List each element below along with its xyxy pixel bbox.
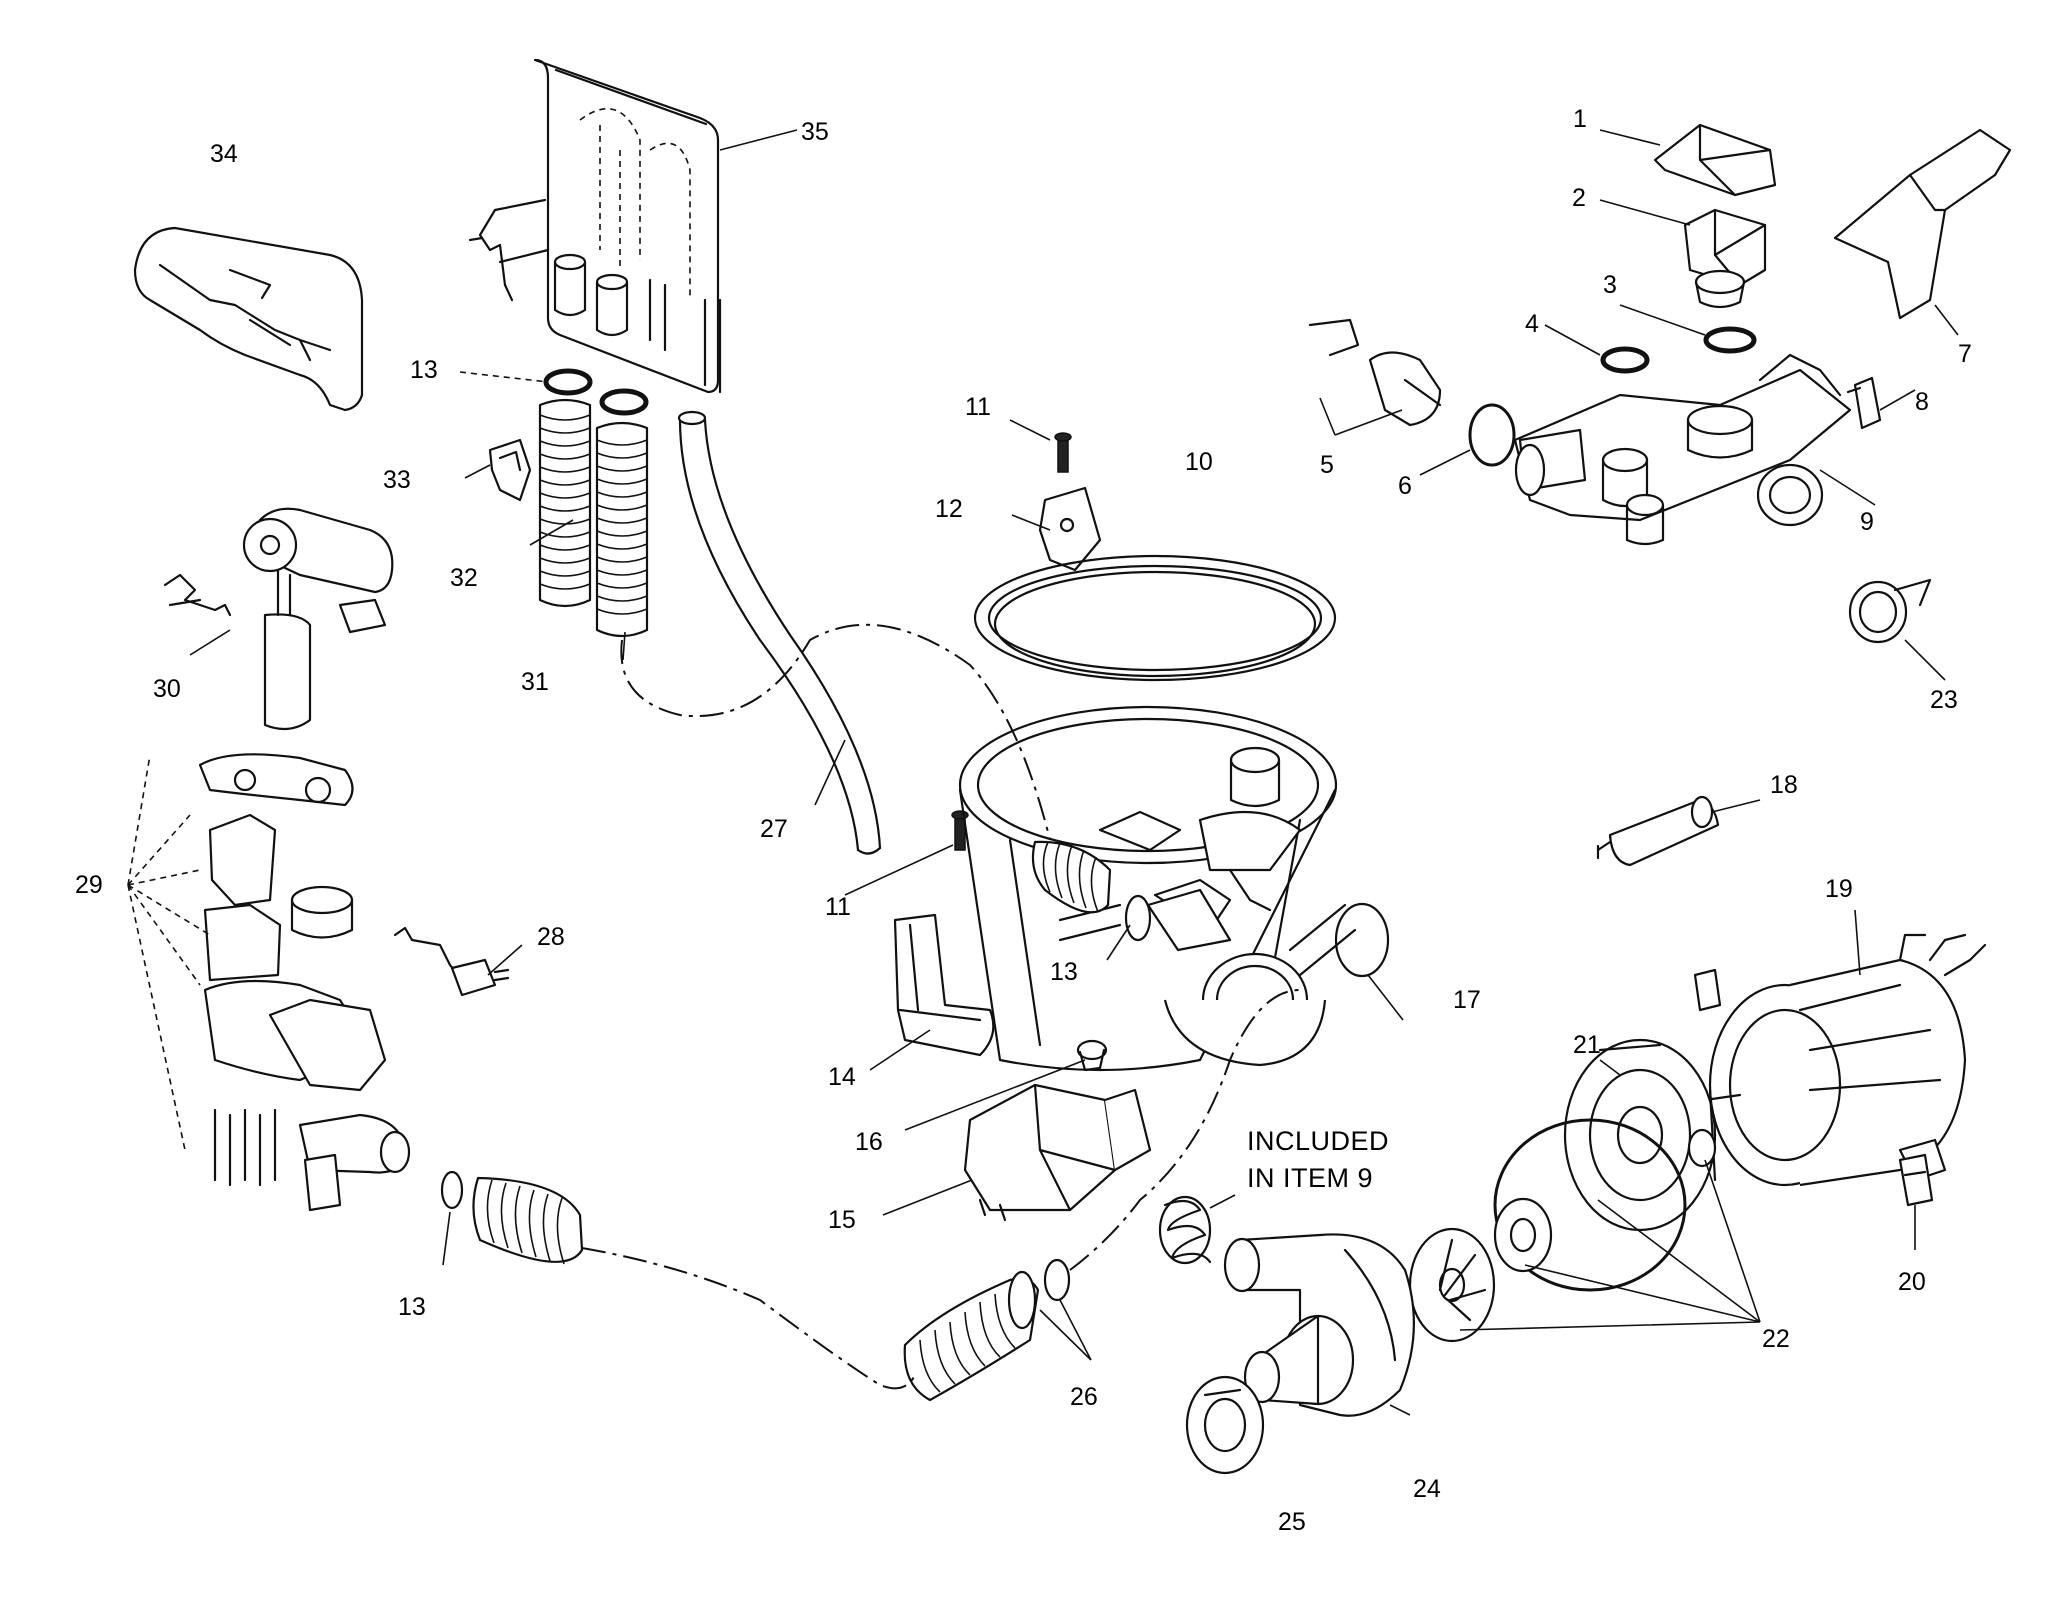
part-29-valve-stack [198, 753, 411, 1212]
callout-20: 20 [1898, 1268, 1926, 1296]
part-6-gasket [1468, 403, 1516, 467]
callout-34: 34 [210, 140, 238, 168]
part-12-bracket [1038, 486, 1102, 572]
callout-1: 1 [1573, 105, 1587, 133]
part-1-cap [1653, 123, 1777, 197]
callout-26: 26 [1070, 1383, 1098, 1411]
callout-12: 12 [935, 495, 963, 523]
leader-lines [127, 129, 1959, 1416]
included-note-line2: IN ITEM 9 [1247, 1163, 1373, 1193]
part-13-bellows-sump [1031, 840, 1112, 914]
part-11-screw-mid [951, 810, 969, 851]
part-13-o-ring-top-right [599, 388, 649, 416]
callout-27: 27 [760, 815, 788, 843]
part-35-dispenser-panel [468, 58, 722, 394]
callout-9: 9 [1860, 508, 1874, 536]
included-note-line1: INCLUDED [1247, 1126, 1389, 1156]
routing-line-hose-31 [620, 623, 1051, 841]
part-4-o-ring [1600, 346, 1650, 374]
part-25-grommet [1185, 1375, 1265, 1475]
part-21-pump-housing [1563, 1038, 1717, 1232]
callout-16: 16 [855, 1128, 883, 1156]
callout-8: 8 [1915, 388, 1929, 416]
part-15-switch [963, 1083, 1152, 1222]
part-22-impeller [1408, 1227, 1496, 1343]
callout-7: 7 [1958, 340, 1972, 368]
part-34-cover [133, 226, 364, 412]
part-2-connector [1683, 208, 1767, 309]
part-14-float-bracket [893, 913, 995, 1057]
part-26-o-ring [1043, 1258, 1071, 1302]
callout-21: 21 [1573, 1031, 1601, 1059]
part-3-o-ring [1703, 326, 1757, 354]
part-22-small-seal [1687, 1128, 1717, 1168]
part-spring [1158, 1195, 1212, 1265]
callout-33: 33 [383, 466, 411, 494]
callout-13-bottom: 13 [398, 1293, 426, 1321]
callout-35: 35 [801, 118, 829, 146]
part-22-seal [1493, 1197, 1553, 1273]
callout-3: 3 [1603, 271, 1617, 299]
callout-23: 23 [1930, 686, 1958, 714]
callout-29: 29 [75, 871, 103, 899]
callout-11-mid: 11 [825, 893, 851, 921]
part-13-o-ring-sump [1124, 894, 1152, 942]
callout-32: 32 [450, 564, 478, 592]
part-9-manifold [1513, 353, 1852, 546]
part-32-corrugated-hose [538, 398, 592, 608]
part-19-motor [1693, 933, 1987, 1187]
part-26-bellows [903, 1270, 1040, 1402]
callout-18: 18 [1770, 771, 1798, 799]
callout-24: 24 [1413, 1475, 1441, 1503]
part-28-sensor [393, 926, 510, 997]
callout-4: 4 [1525, 310, 1539, 338]
routing-line-hose-26 [1069, 989, 1301, 1271]
part-7-duct [1833, 128, 2012, 320]
callout-31: 31 [521, 668, 549, 696]
callout-11-top: 11 [965, 393, 991, 421]
part-30-valve [163, 507, 394, 731]
part-11-screw-top [1054, 432, 1072, 473]
part-5-valve-cap [1308, 318, 1442, 427]
part-33-clip [488, 438, 532, 502]
routing-line-hose-13 [581, 1247, 916, 1390]
part-10-sump-gasket [973, 554, 1337, 682]
part-20-clip [1898, 1153, 1934, 1207]
part-17-sump-outlet [1163, 902, 1390, 1067]
callout-28: 28 [537, 923, 565, 951]
callout-6: 6 [1398, 472, 1412, 500]
callout-25: 25 [1278, 1508, 1306, 1536]
part-8-clip [1846, 376, 1882, 430]
part-22-o-ring [1493, 1118, 1687, 1292]
callout-14: 14 [828, 1063, 856, 1091]
part-18-sensor [1596, 795, 1720, 867]
part-31-corrugated-hose [595, 421, 649, 638]
callout-15: 15 [828, 1206, 856, 1234]
callout-10: 10 [1185, 448, 1213, 476]
part-17-sump [958, 705, 1338, 1072]
part-16-clip [1076, 1039, 1108, 1072]
callout-2: 2 [1572, 184, 1586, 212]
part-23-clamp [1848, 578, 1932, 644]
callout-19: 19 [1825, 875, 1853, 903]
part-24-volute [1223, 1233, 1415, 1417]
callout-22: 22 [1762, 1325, 1790, 1353]
callout-13-top: 13 [410, 356, 438, 384]
part-13-bellows-left [472, 1176, 584, 1265]
part-27-hose [677, 410, 882, 855]
part-13-o-ring-left [440, 1170, 464, 1210]
part-13-o-ring-top-left [543, 368, 593, 396]
callout-5: 5 [1320, 451, 1334, 479]
callout-17: 17 [1453, 986, 1481, 1014]
callout-30: 30 [153, 675, 181, 703]
callout-13-mid: 13 [1050, 958, 1078, 986]
